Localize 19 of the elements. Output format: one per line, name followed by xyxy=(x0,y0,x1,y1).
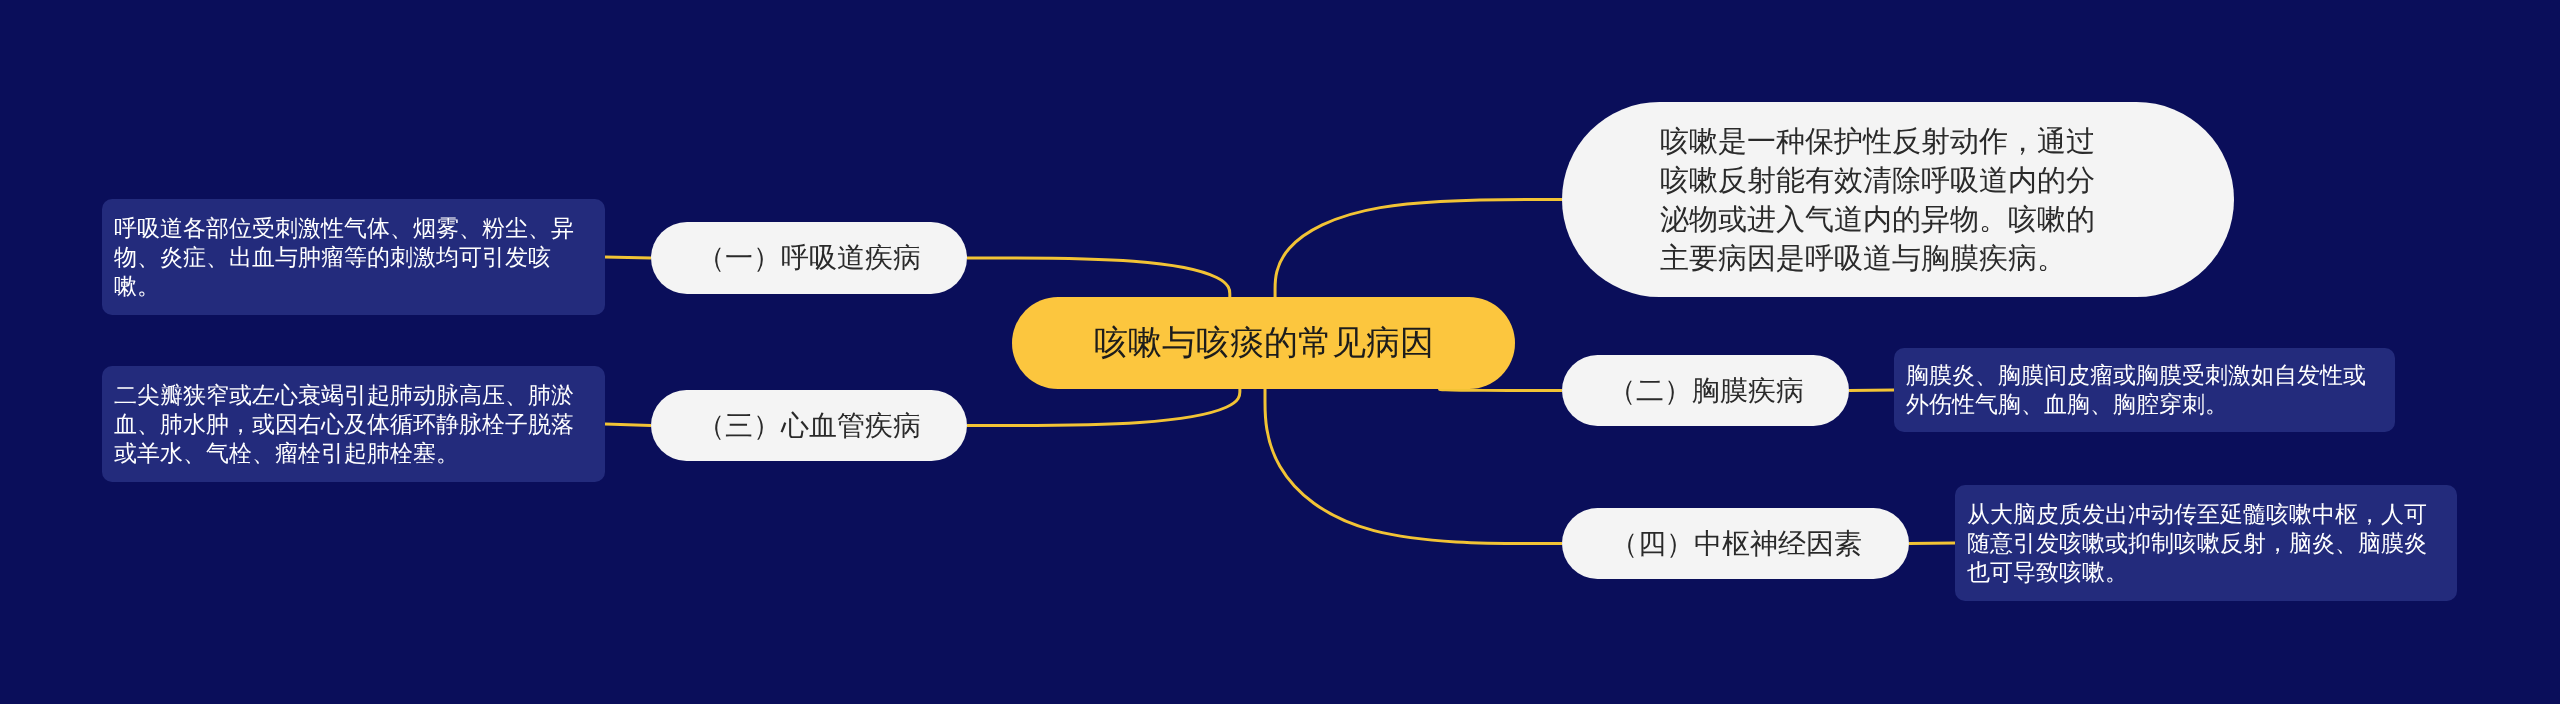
connector-line xyxy=(1909,541,1955,545)
connector-line xyxy=(1438,387,1562,392)
connector-line xyxy=(1849,388,1894,392)
central-topic: 咳嗽与咳痰的常见病因 xyxy=(1012,297,1515,389)
connector-line xyxy=(967,256,1232,297)
connector-line xyxy=(604,255,652,260)
topic-pill: （一）呼吸道疾病 xyxy=(651,222,967,294)
connector-line xyxy=(1273,198,1562,297)
connector-line xyxy=(1263,389,1562,545)
node-text: 咳嗽是一种保护性反射动作，通过咳嗽反射能有效清除呼吸道内的分泌物或进入气道内的异物。咳嗽的主要病因是呼吸道与胸膜疾病。 xyxy=(1660,122,2096,277)
note-card: 呼吸道各部位受刺激性气体、烟雾、粉尘、异物、炎症、出血与肿瘤等的刺激均可引发咳嗽。 xyxy=(102,199,605,315)
note-card: 胸膜炎、胸膜间皮瘤或胸膜受刺激如自发性或外伤性气胸、血胸、胸腔穿刺。 xyxy=(1894,348,2395,432)
note-card: 二尖瓣狭窄或左心衰竭引起肺动脉高压、肺淤血、肺水肿，或因右心及体循环静脉栓子脱落或羊水、气栓、瘤栓引起肺栓塞。 xyxy=(102,366,605,482)
topic-pill: （三）心血管疾病 xyxy=(651,390,967,461)
connector-line xyxy=(967,389,1242,427)
note-card: 从大脑皮质发出冲动传至延髓咳嗽中枢，人可随意引发咳嗽或抑制咳嗽反射，脑炎、脑膜炎也可导致咳嗽。 xyxy=(1955,485,2457,601)
connector-line xyxy=(604,422,652,427)
topic-pill: （四）中枢神经因素 xyxy=(1562,508,1909,579)
topic-pill: （二）胸膜疾病 xyxy=(1562,355,1849,426)
